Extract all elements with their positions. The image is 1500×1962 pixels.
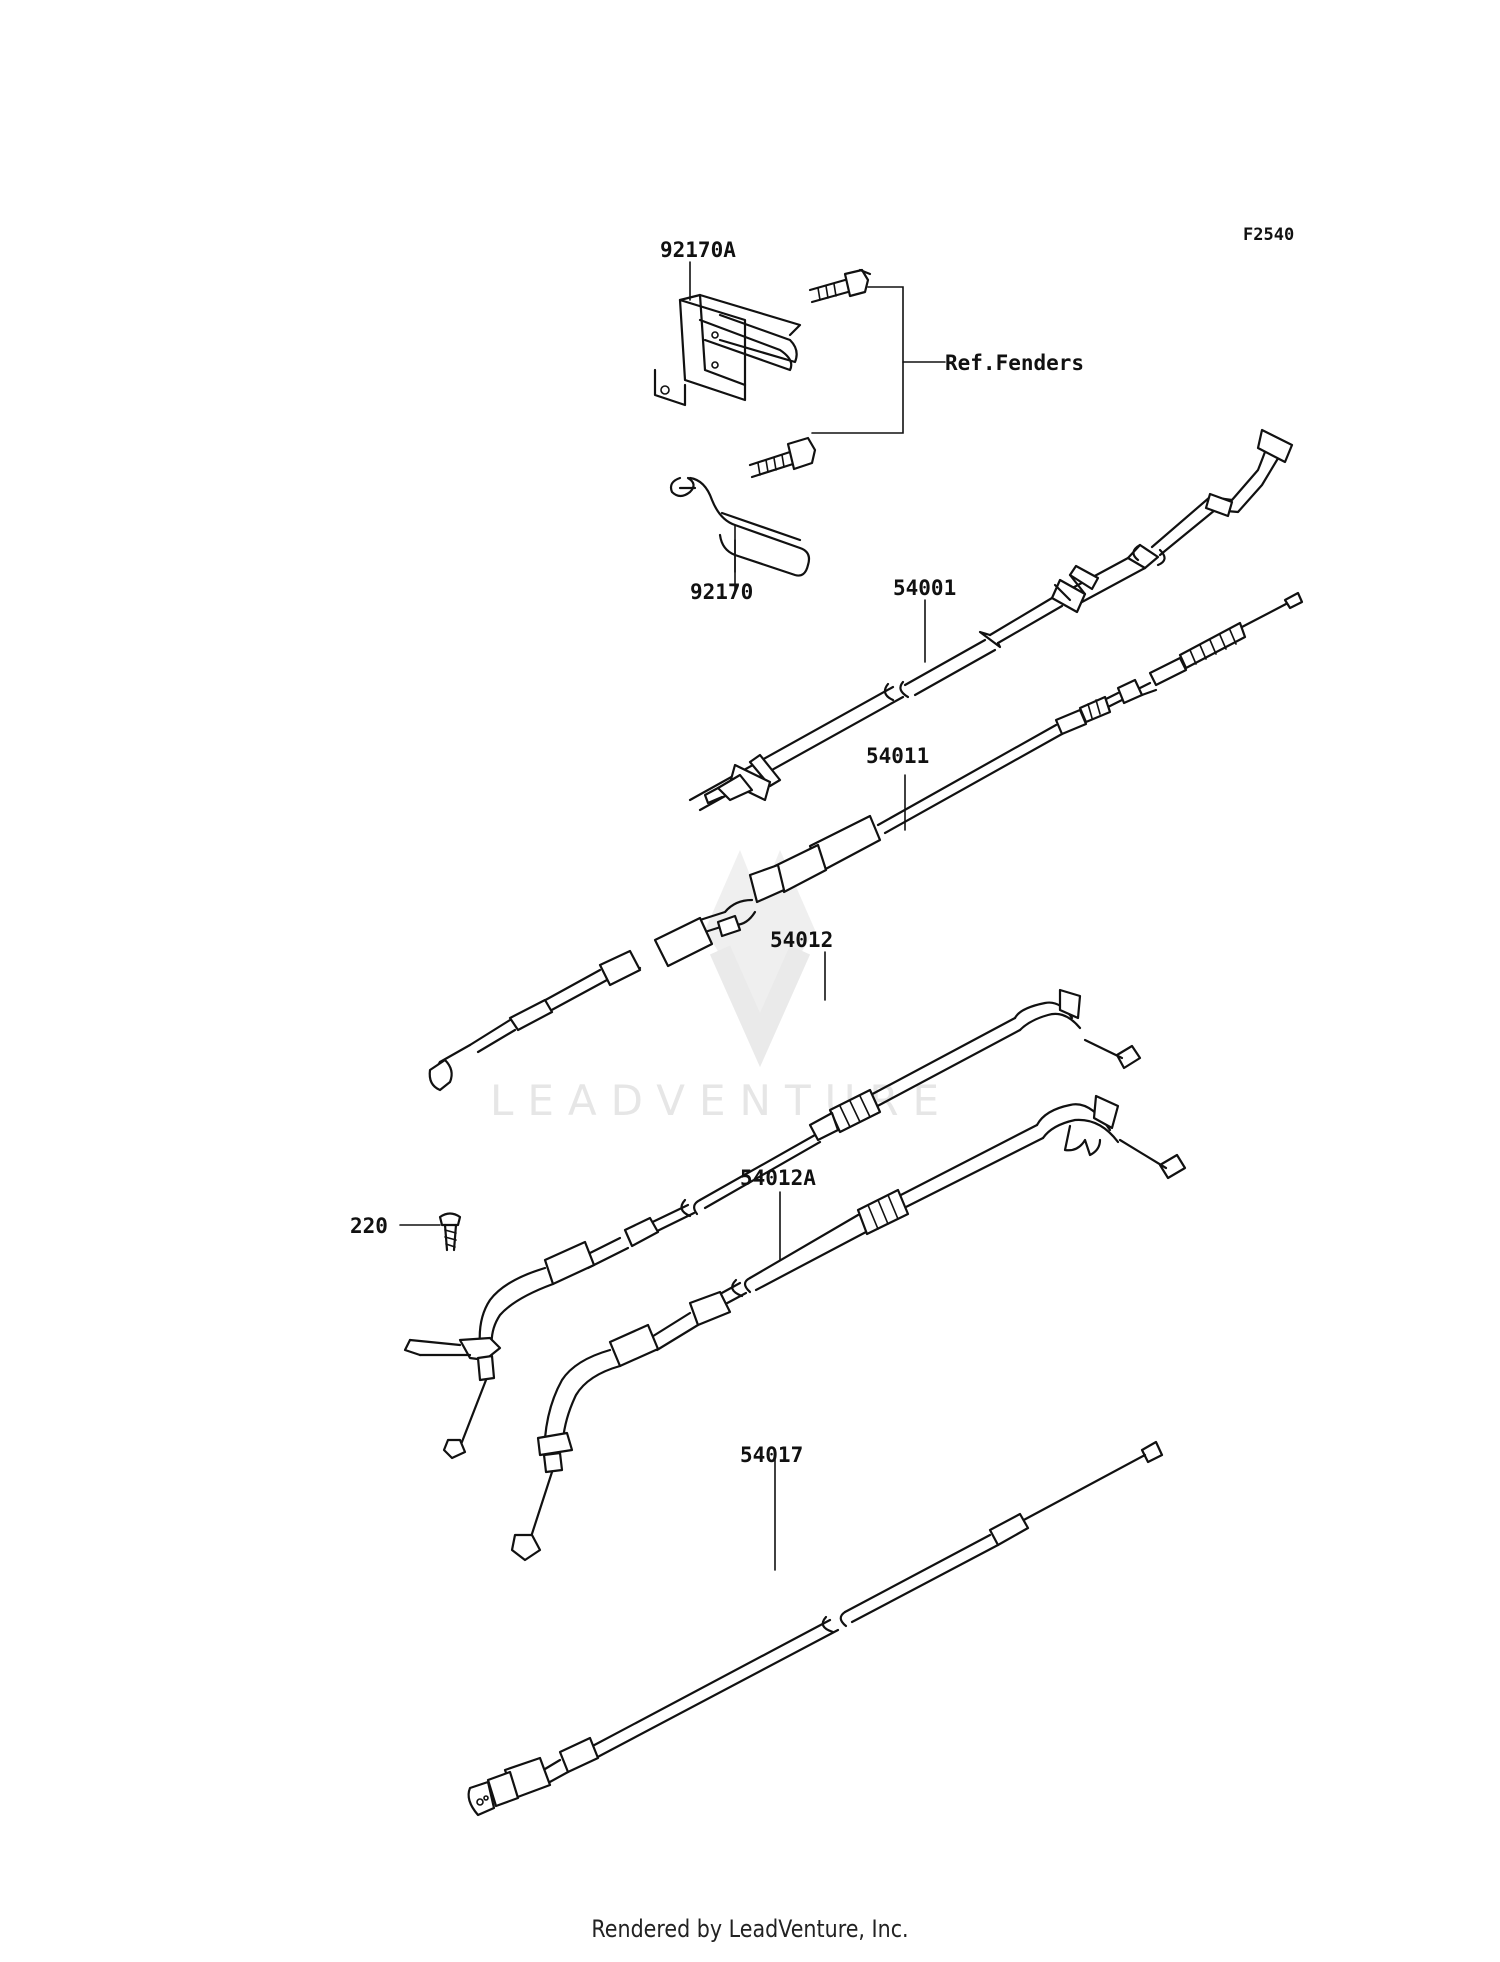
footer-credit: Rendered by LeadVenture, Inc. bbox=[591, 1915, 909, 1943]
cable-54001-drawing bbox=[688, 428, 1294, 812]
part-label-54012[interactable]: 54012 bbox=[770, 928, 833, 952]
watermark-text: LEADVENTURE bbox=[490, 1076, 953, 1125]
cable-54012-drawing bbox=[403, 988, 1142, 1460]
cable-54011-drawing bbox=[428, 591, 1304, 1092]
clamp-92170-drawing bbox=[669, 476, 811, 591]
cable-54017-drawing bbox=[467, 1440, 1164, 1817]
bolt-drawing bbox=[748, 436, 817, 479]
reference-fenders-label[interactable]: Ref.Fenders bbox=[945, 351, 1084, 375]
part-label-54012a[interactable]: 54012A bbox=[740, 1166, 816, 1190]
cable-54012a-drawing bbox=[510, 1094, 1187, 1562]
clamp-92170a-drawing bbox=[653, 268, 872, 407]
watermark-logo bbox=[705, 850, 815, 1068]
diagram-code-label: F2540 bbox=[1243, 225, 1294, 245]
part-label-54017[interactable]: 54017 bbox=[740, 1443, 803, 1467]
part-label-54001[interactable]: 54001 bbox=[893, 576, 956, 600]
reference-bracket bbox=[811, 286, 946, 434]
part-label-54011[interactable]: 54011 bbox=[866, 744, 929, 768]
part-label-92170a[interactable]: 92170A bbox=[660, 238, 736, 262]
part-label-220[interactable]: 220 bbox=[350, 1214, 388, 1238]
part-label-92170[interactable]: 92170 bbox=[690, 580, 753, 604]
leader-lines bbox=[399, 261, 926, 1571]
screw-220-drawing bbox=[438, 1212, 462, 1252]
